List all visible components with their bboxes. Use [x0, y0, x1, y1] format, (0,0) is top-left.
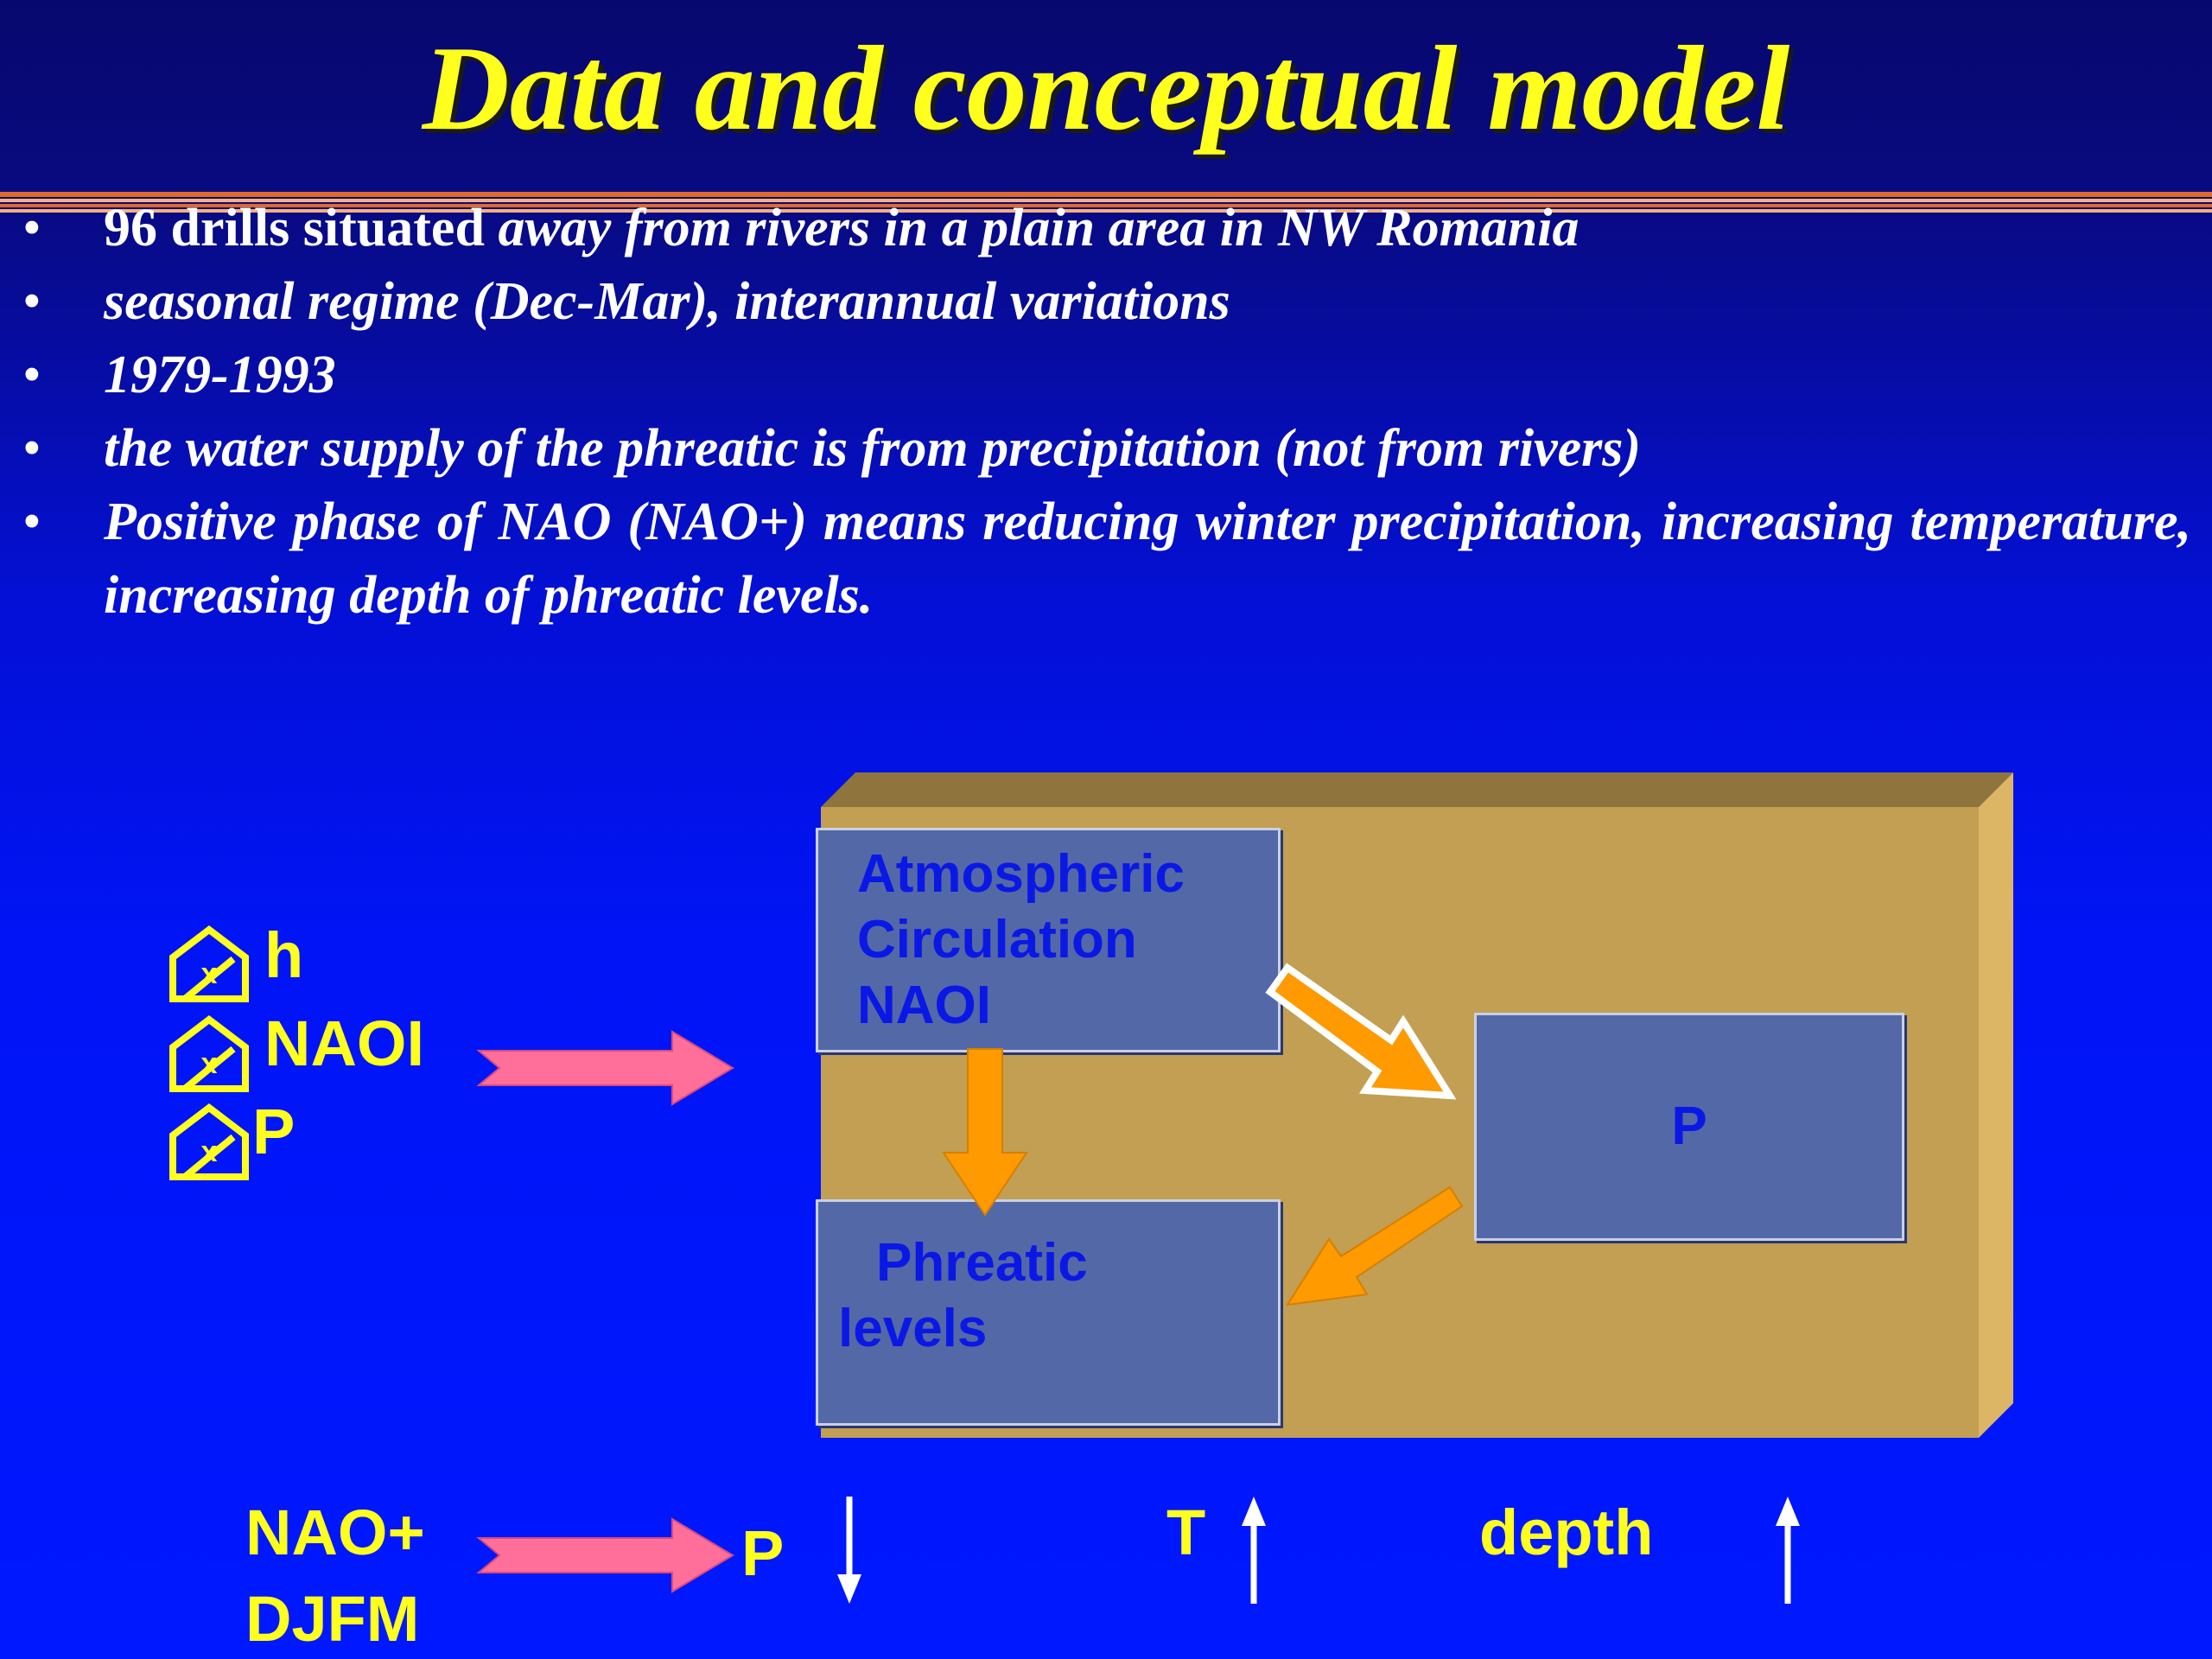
- bullet-item: • seasonal regime (Dec-Mar), interannual …: [22, 265, 2191, 339]
- bullet-symbol: •: [22, 199, 41, 257]
- depth-result-label: depth: [1479, 1497, 1654, 1568]
- atmospheric-line-3: NAOI: [857, 976, 991, 1035]
- bullet-bold-text: 96 drills situated: [104, 199, 485, 257]
- image-placeholder-icon: x: [169, 1014, 249, 1092]
- increase-arrow-icon: [1776, 1497, 1800, 1604]
- bullet-item: • 96 drills situated away from rivers in …: [22, 192, 2191, 265]
- atmospheric-line-2: Circulation: [857, 910, 1137, 969]
- phreatic-line-1: Phreatic: [876, 1233, 1088, 1293]
- djfm-label: DJFM: [245, 1583, 420, 1655]
- bullet-text: the water supply of the phreatic is from…: [104, 419, 1642, 478]
- phreatic-line-2: levels: [838, 1299, 988, 1358]
- slide-title: Data and conceptual model: [422, 22, 1790, 156]
- phreatic-levels-box: [816, 1199, 1281, 1426]
- input-variable-naoi: NAOI: [264, 1007, 424, 1079]
- atmospheric-line-1: Atmospheric: [857, 844, 1185, 904]
- nao-plus-arrow: [476, 1517, 734, 1593]
- input-arrow: [476, 1030, 734, 1106]
- temperature-result-label: T: [1166, 1497, 1206, 1568]
- bullet-item: • the water supply of the phreatic is fr…: [22, 412, 2191, 486]
- bullet-text: 1979-1993: [104, 346, 336, 404]
- input-variable-p: P: [252, 1096, 296, 1167]
- bullet-item: • 1979-1993: [22, 339, 2191, 412]
- title-divider: [0, 192, 2212, 216]
- svg-text:x: x: [201, 1047, 218, 1080]
- input-variable-h: h: [264, 919, 304, 991]
- arrow-atmospheric-to-phreatic: [942, 1048, 1028, 1217]
- nao-plus-label: NAO+: [245, 1497, 425, 1568]
- bullet-symbol: •: [22, 493, 41, 551]
- bullet-text: seasonal regime (Dec-Mar), interannual v…: [104, 272, 1230, 331]
- bullet-text: away from rivers in a plain area in NW R…: [484, 199, 1580, 257]
- svg-text:x: x: [201, 957, 218, 990]
- bullet-list: • 96 drills situated away from rivers in …: [22, 192, 2191, 632]
- image-placeholder-icon: x: [169, 1103, 249, 1180]
- precipitation-box: [1474, 1013, 1904, 1241]
- bullet-symbol: •: [22, 272, 41, 331]
- arrow-atmospheric-to-p: [1265, 963, 1457, 1100]
- precipitation-label: P: [1671, 1096, 1707, 1156]
- bullet-symbol: •: [22, 346, 41, 404]
- increase-arrow-icon: [1242, 1497, 1266, 1604]
- image-placeholder-icon: x: [169, 925, 249, 1002]
- decrease-arrow-icon: [837, 1497, 861, 1604]
- arrow-p-to-phreatic: [1286, 1185, 1464, 1306]
- svg-text:x: x: [201, 1135, 218, 1168]
- precipitation-result-label: P: [741, 1517, 785, 1589]
- atmospheric-circulation-box: [816, 828, 1281, 1052]
- bullet-text: Positive phase of NAO (NAO+) means reduc…: [104, 493, 2191, 625]
- bullet-symbol: •: [22, 419, 41, 478]
- bullet-item: • Positive phase of NAO (NAO+) means redu…: [22, 486, 2191, 632]
